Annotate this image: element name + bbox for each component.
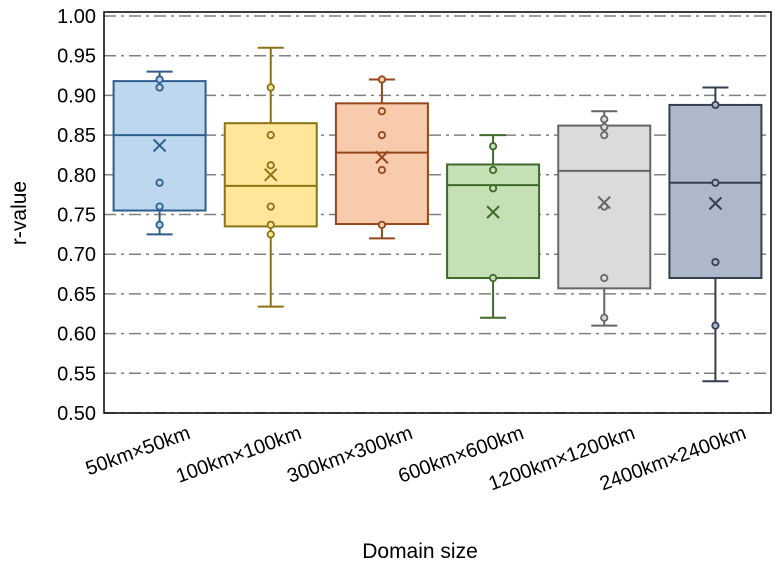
box-group: [223, 46, 318, 308]
box-iqr: [446, 163, 541, 280]
data-point: [266, 202, 275, 211]
data-point: [600, 131, 609, 140]
box-group: [112, 70, 207, 236]
data-point: [377, 75, 387, 84]
data-point: [600, 273, 609, 283]
box-group: [557, 110, 652, 327]
data-point: [155, 220, 164, 229]
mean-marker: [264, 168, 278, 182]
box-iqr: [668, 103, 763, 280]
plot-frame: [103, 11, 772, 414]
x-axis-label: Domain size: [362, 540, 478, 563]
box-group: [668, 86, 763, 383]
y-tick-label: 0.75: [57, 205, 96, 227]
mean-marker: [486, 205, 500, 219]
data-point: [711, 100, 720, 110]
data-point: [155, 75, 164, 84]
data-point: [711, 178, 720, 187]
mean-marker: [152, 138, 167, 153]
x-tick-label: 300km×300km: [284, 422, 415, 488]
data-point: [377, 107, 387, 116]
data-point: [488, 142, 498, 151]
data-point: [488, 184, 498, 193]
data-point: [155, 83, 164, 92]
boxes: [112, 46, 763, 383]
mean-marker: [375, 150, 389, 165]
data-point: [266, 83, 275, 92]
data-point: [711, 258, 720, 267]
x-axis-ticks: 50km×50km100km×100km300km×300km600km×600…: [83, 422, 749, 495]
y-tick-label: 0.55: [57, 363, 96, 385]
data-point: [488, 273, 498, 283]
data-point: [155, 178, 164, 187]
box-group: [446, 134, 541, 319]
mean-marker: [597, 195, 611, 210]
data-point: [377, 131, 387, 140]
data-point: [600, 123, 609, 132]
mean-marker: [708, 196, 723, 211]
y-tick-label: 1.00: [57, 6, 96, 28]
data-point: [600, 115, 609, 124]
y-tick-label: 0.70: [57, 244, 96, 266]
y-axis-ticks: 0.50 0.55 0.60 0.65 0.70 0.75 0.80 0.85 0.90 0.95…: [57, 6, 96, 425]
y-tick-label: 0.80: [57, 165, 96, 187]
y-tick-label: 0.85: [57, 125, 96, 147]
y-tick-label: 0.90: [57, 85, 96, 107]
data-point: [711, 321, 720, 330]
x-tick-label: 100km×100km: [173, 422, 304, 488]
gridlines: [104, 15, 771, 414]
data-point: [266, 131, 275, 140]
data-point: [600, 313, 609, 322]
box-iqr: [334, 102, 429, 226]
data-point: [377, 165, 387, 175]
data-point: [266, 230, 275, 239]
y-tick-label: 0.95: [57, 46, 96, 68]
data-point: [377, 220, 387, 229]
data-point: [266, 220, 275, 229]
data-point: [155, 202, 164, 211]
y-tick-label: 0.60: [57, 324, 96, 346]
data-point: [488, 165, 498, 175]
y-tick-label: 0.50: [57, 403, 96, 425]
box-group: [334, 75, 429, 240]
y-tick-label: 0.65: [57, 284, 96, 306]
data-point: [266, 161, 275, 170]
y-axis-label: r-value: [8, 181, 31, 245]
